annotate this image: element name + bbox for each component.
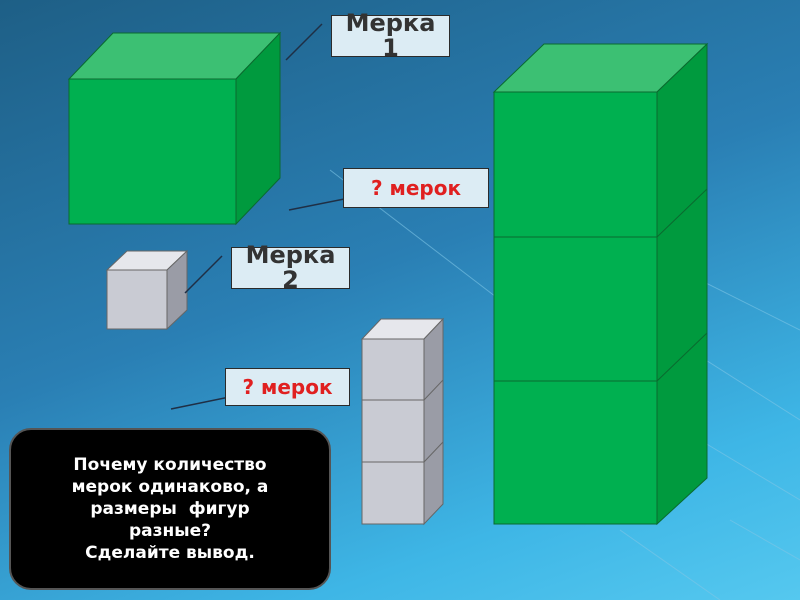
measure2-label-line2: 2 (282, 266, 299, 294)
green-tower (492, 42, 709, 526)
cube-front-face (68, 78, 237, 225)
measure1-label-line2: 1 (382, 34, 399, 62)
cube-front-face (106, 269, 168, 330)
tower-divider (656, 332, 708, 382)
measure1-cube (67, 31, 282, 226)
question-line: разные? (128, 521, 212, 542)
bg-line (729, 519, 800, 561)
bg-line (699, 439, 800, 501)
tower-divider (656, 188, 708, 238)
grey-stack (360, 317, 445, 526)
tower-side-face (656, 42, 708, 526)
measure2-label: Мерка 2 (231, 242, 350, 293)
measure1-label-line1: Мерка (345, 8, 436, 37)
tower-front-face (493, 91, 658, 525)
callout-line (184, 255, 223, 294)
unknown-big-label: ? мерок (343, 168, 489, 208)
bg-line (689, 349, 800, 421)
question-line: Сделайте вывод. (85, 543, 255, 564)
unknown-small-label-text: ? мерок (242, 374, 333, 399)
stack-side-face (423, 317, 444, 526)
question-box: Почему количество мерок одинаково, а раз… (9, 428, 331, 590)
callout-line (285, 23, 323, 61)
question-line: Почему количество (73, 454, 267, 475)
unknown-small-label: ? мерок (225, 368, 350, 406)
measure1-label: Мерка 1 (331, 10, 450, 61)
bg-line (619, 529, 721, 600)
stack-cube (361, 461, 425, 525)
measure2-cube (105, 249, 189, 331)
measure2-label-line1: Мерка (245, 240, 336, 269)
question-line: мерок одинаково, а (71, 476, 269, 497)
stack-cube (361, 338, 425, 401)
stack-divider (423, 441, 444, 463)
stack-divider (423, 379, 444, 401)
question-text: Почему количество мерок одинаково, а раз… (72, 454, 269, 564)
stack-cube (361, 399, 425, 463)
question-line: размеры фигур (90, 498, 250, 519)
unknown-big-label-text: ? мерок (370, 175, 462, 200)
